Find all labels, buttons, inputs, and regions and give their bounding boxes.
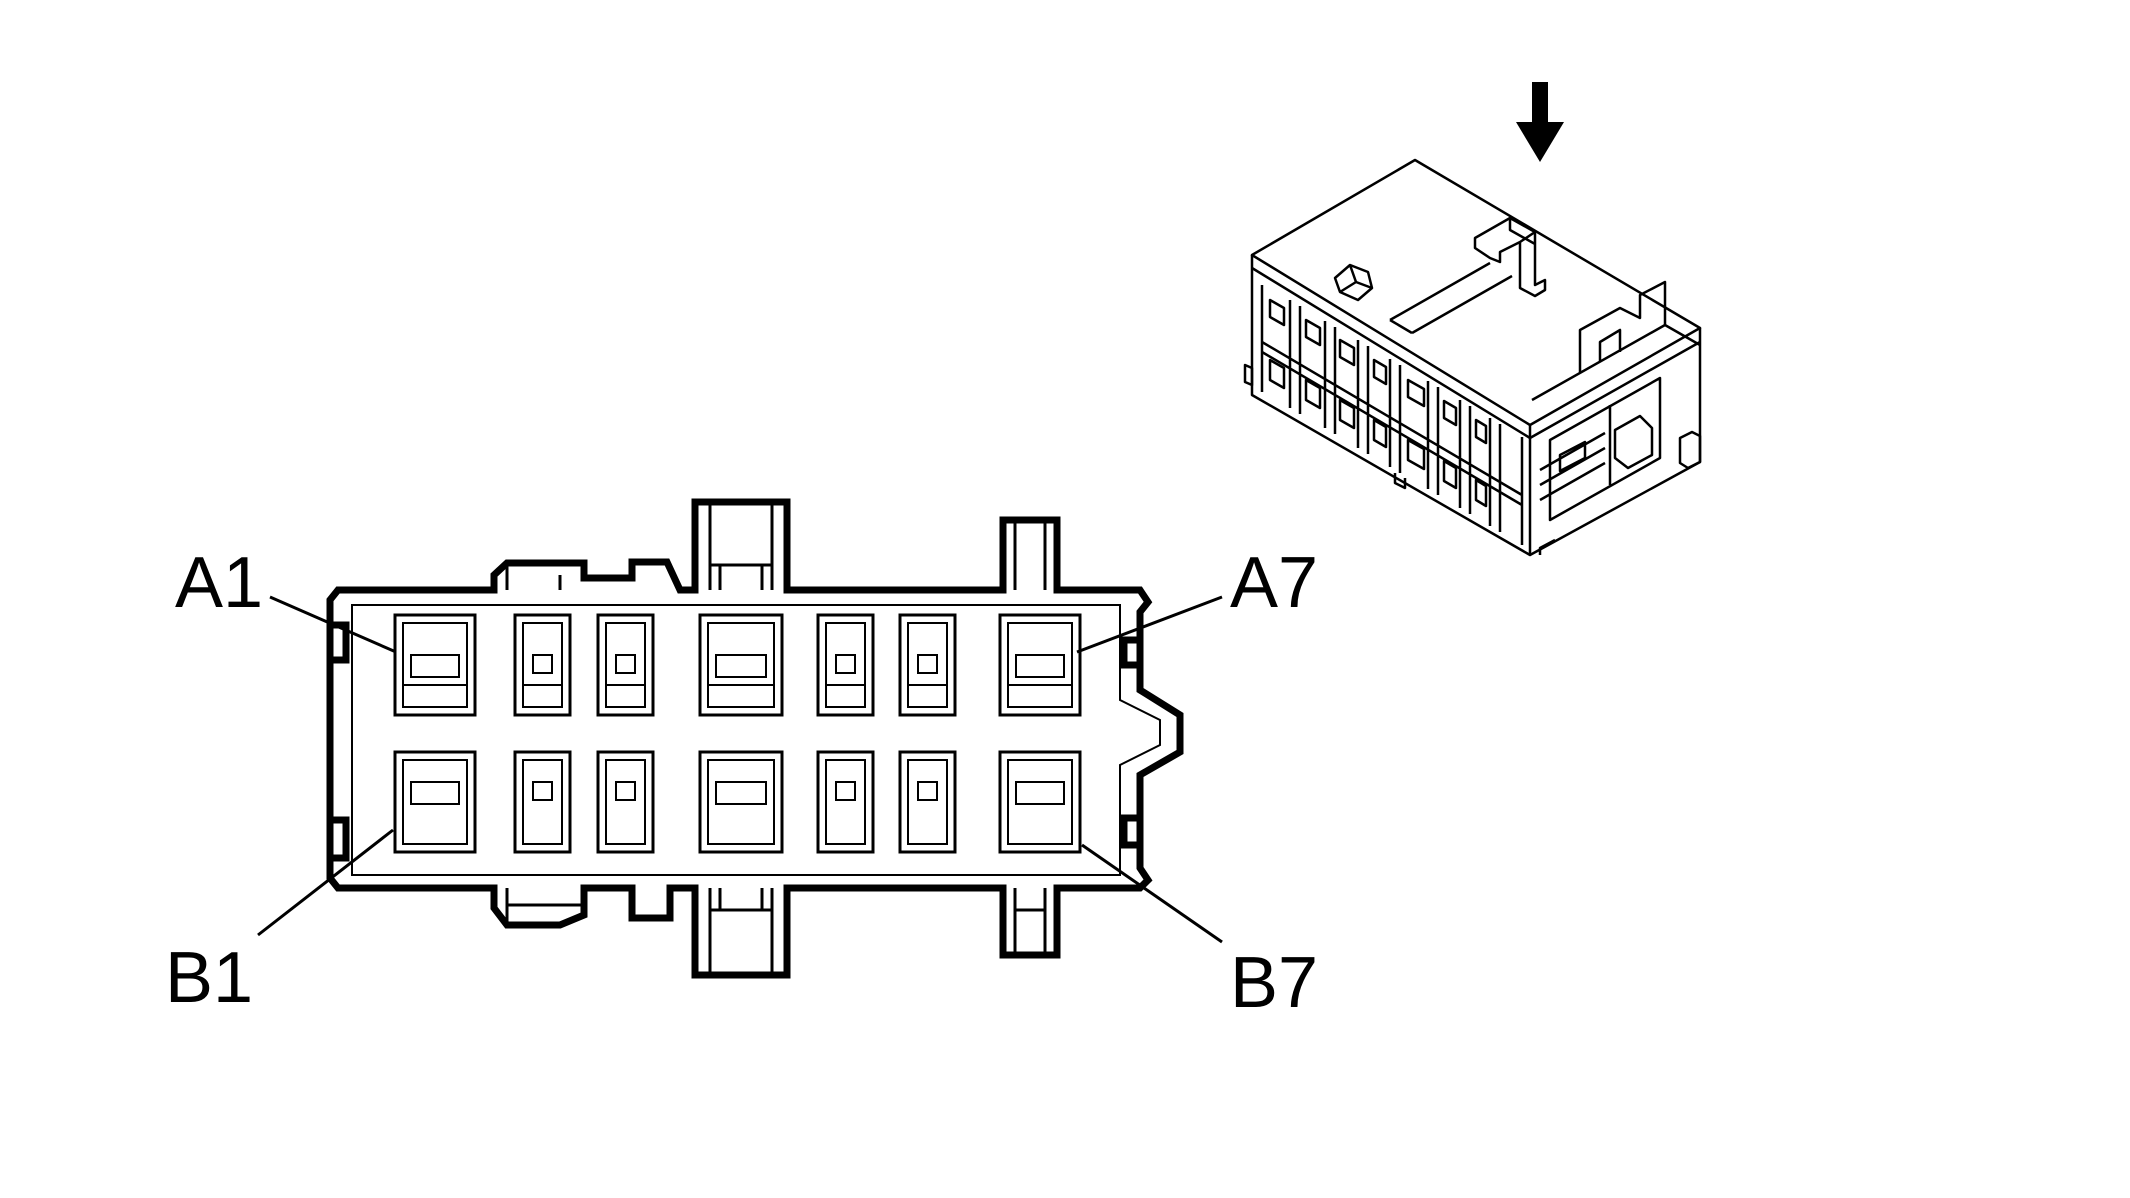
cavity-row-b [393, 750, 1082, 854]
cavity-outline [596, 750, 655, 854]
cavity-outline [513, 613, 572, 717]
right-upper-lug [1120, 636, 1140, 669]
cavity-b5 [816, 750, 875, 854]
iso-front-feet [1243, 363, 1556, 555]
cavity-outline [698, 750, 784, 854]
leader-line-a1 [269, 595, 397, 654]
iso-right-rails [1539, 431, 1606, 502]
iso-front-face [1250, 255, 1532, 557]
terminal-tab [835, 781, 856, 801]
right-lower-lug [1120, 814, 1140, 849]
cavity-a3 [596, 613, 655, 717]
cavity-inner [825, 622, 866, 708]
iso-front-cells-lower [1268, 358, 1488, 508]
left-upper-lug [330, 621, 350, 664]
terminal-tab [1015, 781, 1065, 805]
cavity-inner [402, 759, 468, 845]
cavity-b1 [393, 750, 477, 854]
connector-isometric-view [1243, 158, 1702, 557]
cavity-b6 [898, 750, 957, 854]
leader-line-a7 [1076, 595, 1223, 654]
iso-front-cells-upper [1268, 298, 1488, 445]
cavity-inner [1007, 622, 1073, 708]
cavity-inner [825, 759, 866, 845]
iso-top-groove [1389, 261, 1513, 335]
iso-top-post [1333, 263, 1374, 302]
top-key-center-inner [708, 502, 774, 590]
cavity-inner [1007, 759, 1073, 845]
terminal-tab [410, 781, 460, 805]
terminal-tab [835, 654, 856, 674]
iso-front-grid [1260, 285, 1524, 545]
pin-label-a1: A1 [175, 543, 263, 623]
cavity-b7 [998, 750, 1082, 854]
cavity-inner [605, 622, 646, 708]
leader-line-b1 [257, 828, 394, 937]
cavity-inner [907, 759, 948, 845]
cavity-outline [998, 750, 1082, 854]
pin-label-b1: B1 [165, 938, 253, 1018]
iso-right-shroud [1531, 280, 1701, 402]
connector-face-inner [351, 604, 1161, 876]
terminal-tab [532, 654, 553, 674]
terminal-tab [917, 654, 938, 674]
iso-latch [1473, 216, 1547, 298]
cavity-b4 [698, 750, 784, 854]
terminal-tab [917, 781, 938, 801]
cavity-outline [393, 613, 477, 717]
connector-body-outline [326, 498, 1184, 979]
cavity-outline [698, 613, 784, 717]
bottom-latch-left [505, 888, 584, 925]
cavity-b3 [596, 750, 655, 854]
top-latch-left [505, 563, 562, 590]
cavity-inner [707, 759, 775, 845]
cavity-a1 [393, 613, 477, 717]
pin-label-b7: B7 [1230, 943, 1318, 1023]
bottom-key-center-inner [708, 888, 774, 975]
cavity-outline [898, 750, 957, 854]
connector-face-view [257, 498, 1223, 979]
cavity-outline [513, 750, 572, 854]
cavity-a2 [513, 613, 572, 717]
cavity-outline [998, 613, 1082, 717]
terminal-tab [615, 781, 636, 801]
bottom-key-right-inner [1013, 888, 1047, 955]
cavity-a6 [898, 613, 957, 717]
cavity-inner [522, 759, 563, 845]
cavity-a5 [816, 613, 875, 717]
terminal-tab [410, 654, 460, 678]
cavity-b2 [513, 750, 572, 854]
cavity-outline [816, 613, 875, 717]
terminal-tab [715, 781, 767, 805]
cavity-outline [596, 613, 655, 717]
iso-top-rim [1251, 266, 1701, 440]
cavity-a7 [998, 613, 1082, 717]
leader-line-b7 [1081, 843, 1223, 944]
cavity-inner [522, 622, 563, 708]
pin-label-a7: A7 [1230, 543, 1318, 623]
cavity-inner [707, 622, 775, 708]
left-lower-lug [330, 816, 350, 862]
top-key-right-inner [1013, 520, 1047, 590]
iso-right-tab [1678, 430, 1702, 470]
cavity-outline [393, 750, 477, 854]
terminal-tab [615, 654, 636, 674]
cavity-inner [605, 759, 646, 845]
terminal-tab [715, 654, 767, 678]
cavity-inner [402, 622, 468, 708]
cavity-row-a [393, 613, 1082, 717]
terminal-tab [532, 781, 553, 801]
cavity-outline [898, 613, 957, 717]
cavity-a4 [698, 613, 784, 717]
cavity-inner [907, 622, 948, 708]
arrow-down-icon [1516, 82, 1564, 162]
cavity-outline [816, 750, 875, 854]
terminal-tab [1015, 654, 1065, 678]
